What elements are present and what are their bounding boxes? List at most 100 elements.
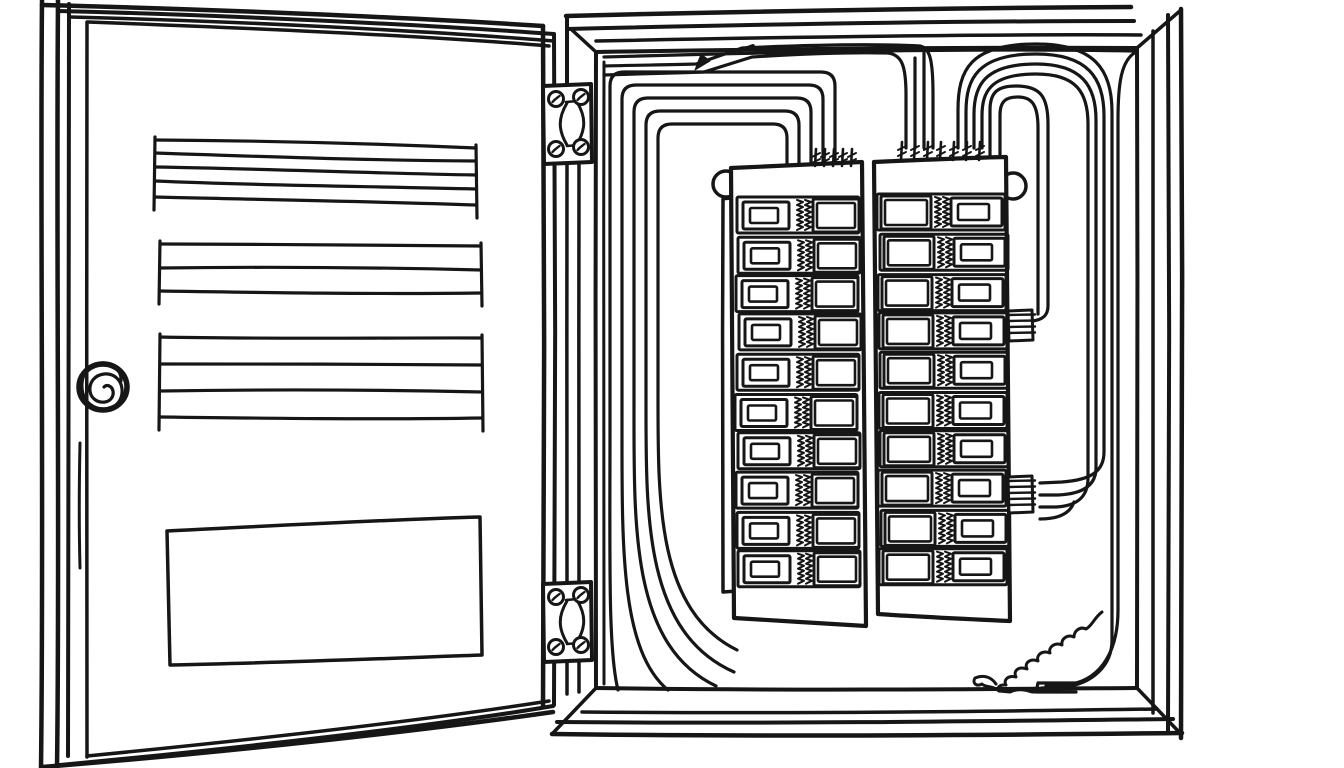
breaker-plate-inner bbox=[816, 242, 858, 270]
breaker-switch-window bbox=[750, 323, 782, 342]
hinge-knuckle-arc bbox=[558, 599, 569, 645]
hinge-screw-slot bbox=[551, 592, 561, 602]
top-wire-run bbox=[602, 51, 908, 150]
breaker-switch-window bbox=[960, 519, 995, 538]
wire-top-bundles bbox=[811, 140, 985, 168]
breaker-hatch bbox=[794, 396, 802, 429]
breaker-row bbox=[736, 549, 862, 589]
breaker-hatch bbox=[937, 354, 945, 387]
breaker-hatch bbox=[938, 512, 946, 545]
wire-arch-line bbox=[980, 72, 1090, 509]
breaker-plate-inner bbox=[816, 555, 858, 584]
breaker-switch-window bbox=[959, 360, 994, 380]
breaker-row bbox=[734, 274, 860, 314]
breaker-switch-window bbox=[747, 481, 779, 500]
breaker-plate-inner bbox=[887, 515, 933, 543]
stub-tick bbox=[1006, 331, 1037, 335]
bundle-tick bbox=[949, 145, 959, 151]
breaker-row bbox=[878, 232, 1010, 272]
frame-right-line bbox=[1166, 13, 1172, 733]
hinge-screw-slot bbox=[576, 590, 586, 600]
breaker-body bbox=[878, 429, 1010, 469]
breaker-hatch bbox=[797, 552, 805, 585]
breaker-plate-inner bbox=[886, 356, 932, 385]
hinge-knuckle-arc bbox=[558, 101, 569, 147]
label-line bbox=[158, 289, 483, 296]
corner-miter-top-right bbox=[1135, 8, 1183, 50]
breaker-hatch bbox=[795, 474, 803, 507]
breaker-switch bbox=[742, 554, 792, 585]
bundle-wire bbox=[831, 147, 836, 168]
breaker-switch-window bbox=[959, 243, 994, 262]
wire-loop-line bbox=[620, 83, 825, 692]
breaker-plate-inner bbox=[814, 476, 856, 505]
cabinet-door bbox=[38, 0, 558, 768]
breaker-plate-inner bbox=[885, 317, 931, 346]
door-free-edge-line bbox=[66, 2, 71, 758]
breaker-hatch bbox=[945, 236, 953, 269]
breaker-switch bbox=[951, 551, 1006, 583]
bundle-tick bbox=[811, 152, 821, 158]
hinge-screw-slot bbox=[576, 92, 586, 102]
door-knob-icon bbox=[76, 361, 130, 413]
hinge-top bbox=[541, 82, 594, 166]
bundle-tick bbox=[975, 151, 985, 157]
breaker-hatch bbox=[804, 356, 812, 389]
breaker-switch bbox=[740, 279, 790, 310]
breaker-plate bbox=[880, 275, 934, 312]
breaker-hatch bbox=[798, 315, 806, 348]
label-group-endcap bbox=[479, 241, 484, 308]
bundle-wire bbox=[938, 140, 943, 162]
corner-miter-bottom-left bbox=[551, 686, 598, 735]
frame-bottom-bevel bbox=[580, 707, 1159, 715]
breaker-plate bbox=[809, 395, 859, 431]
wire-stub-feeder bbox=[1038, 500, 1076, 521]
breaker-switch-window bbox=[957, 478, 992, 498]
breaker-plate bbox=[880, 470, 934, 507]
label-group-endcap bbox=[480, 333, 485, 433]
breaker-plate bbox=[813, 314, 863, 351]
breaker-body bbox=[878, 232, 1010, 272]
frame-top-line bbox=[563, 4, 1134, 19]
bundle-wire bbox=[822, 147, 827, 168]
breaker-row bbox=[735, 510, 861, 550]
opening-left-edge-inner bbox=[602, 60, 606, 686]
breaker-switch bbox=[953, 512, 1008, 544]
breaker-switch-window bbox=[957, 283, 992, 302]
label-line-group bbox=[157, 332, 485, 433]
breaker-row bbox=[736, 235, 862, 275]
wire-loop-line bbox=[632, 96, 813, 688]
breaker-row bbox=[878, 429, 1010, 469]
stub-tick bbox=[1006, 325, 1037, 329]
bundle-tick bbox=[897, 145, 907, 151]
label-line bbox=[158, 335, 484, 340]
breaker-row bbox=[737, 312, 863, 352]
hinge-screw-slot bbox=[551, 642, 561, 652]
bundle-wire bbox=[925, 140, 930, 162]
breaker-row bbox=[877, 311, 1009, 351]
wire-hairpin-line bbox=[988, 84, 1050, 323]
breaker-plate bbox=[883, 510, 937, 547]
breaker-hatch bbox=[803, 474, 811, 507]
top-wire-run bbox=[602, 43, 935, 150]
breaker-rows-left bbox=[733, 195, 863, 589]
top-wire-run bbox=[602, 48, 1136, 59]
breaker-hatch bbox=[943, 276, 951, 309]
bundle-wire bbox=[977, 140, 982, 162]
wire-hairpin-line bbox=[998, 95, 1040, 316]
label-group-endcap bbox=[474, 143, 479, 220]
opening-bottom-edge bbox=[594, 686, 1139, 692]
breaker-switch-window bbox=[958, 557, 993, 577]
breaker-plate bbox=[881, 313, 935, 350]
breaker-switch bbox=[952, 433, 1007, 465]
breaker-row bbox=[876, 273, 1008, 313]
label-line bbox=[158, 362, 484, 367]
breaker-switch-window bbox=[958, 401, 993, 420]
breaker-body bbox=[877, 391, 1009, 430]
breaker-switch-window bbox=[746, 404, 778, 422]
label-line bbox=[153, 151, 478, 163]
breaker-hatch bbox=[804, 514, 812, 547]
stub-tick bbox=[1006, 479, 1037, 483]
wire-kink-tick bbox=[737, 44, 755, 53]
breaker-hatch bbox=[945, 432, 953, 465]
